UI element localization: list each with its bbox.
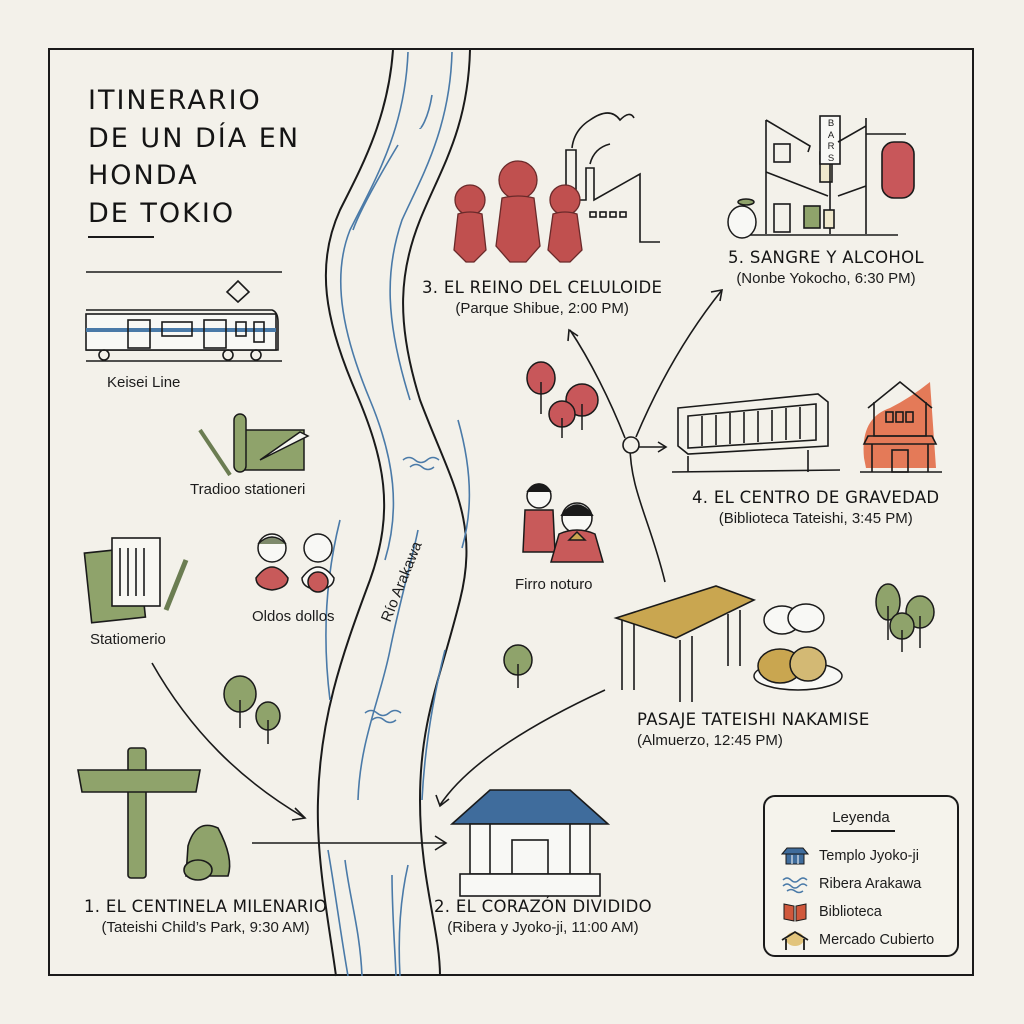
page-title: ITINERARIO DE UN DÍA EN HONDA DE TOKIO bbox=[88, 82, 300, 232]
market-stall-icon bbox=[613, 585, 757, 702]
legend-label: Ribera Arakawa bbox=[819, 876, 922, 892]
lemon-icon bbox=[727, 198, 757, 239]
stop-heading: 5. SANGRE Y ALCOHOL bbox=[728, 248, 924, 267]
red-trees-icon bbox=[526, 361, 599, 438]
train-label: Keisei Line bbox=[107, 374, 181, 391]
dolls-label: Oldos dollos bbox=[252, 608, 335, 625]
stop-4[interactable]: 4. EL CENTRO DE GRAVEDAD (Biblioteca Tat… bbox=[692, 488, 939, 527]
book-icon bbox=[783, 903, 807, 922]
temple-icon bbox=[449, 789, 611, 897]
stop-detail: (Nonbe Yokocho, 6:30 PM) bbox=[736, 270, 916, 287]
signpost-icon bbox=[77, 747, 231, 881]
legend-item-library: Biblioteca bbox=[781, 901, 882, 923]
stop-heading: 3. EL REINO DEL CELULOIDE bbox=[422, 278, 663, 297]
waves-icon bbox=[782, 877, 808, 894]
water-ripple-icon bbox=[364, 456, 440, 724]
title-line: DE UN DÍA EN bbox=[88, 122, 301, 154]
legend-label: Templo Jyoko-ji bbox=[819, 848, 919, 864]
route-lines bbox=[151, 289, 723, 851]
stop-2[interactable]: 2. EL CORAZÓN DIVIDIDO (Ribera y Jyoko-j… bbox=[434, 897, 652, 936]
hina-dolls-label: Firro noturo bbox=[515, 576, 593, 593]
stationery-label: Statiomerio bbox=[90, 631, 166, 648]
legend-divider bbox=[831, 830, 895, 832]
stop-lunch[interactable]: PASAJE TATEISHI NAKAMISE (Almuerzo, 12:4… bbox=[637, 710, 870, 749]
library-icon bbox=[671, 393, 841, 473]
factory-icon bbox=[565, 112, 660, 243]
title-divider bbox=[88, 236, 154, 238]
map-frame bbox=[48, 48, 974, 976]
traditional-stationery-label: Tradioo stationeri bbox=[190, 481, 306, 498]
temple-icon bbox=[781, 847, 809, 865]
scroll-and-quill-icon bbox=[198, 413, 310, 477]
food-plate-icon bbox=[753, 603, 843, 691]
stop-1[interactable]: 1. EL CENTINELA MILENARIO (Tateishi Chil… bbox=[84, 897, 327, 936]
stop-5[interactable]: 5. SANGRE Y ALCOHOL (Nonbe Yokocho, 6:30… bbox=[728, 248, 924, 287]
title-line: HONDA bbox=[88, 160, 199, 191]
stop-3[interactable]: 3. EL REINO DEL CELULOIDE (Parque Shibue… bbox=[422, 278, 662, 317]
bars-sign: BARS bbox=[827, 118, 835, 164]
kewpie-dolls-icon bbox=[453, 160, 583, 263]
legend-item-temple: Templo Jyoko-ji bbox=[781, 845, 919, 867]
trees-icon bbox=[223, 583, 935, 744]
stop-detail: (Parque Shibue, 2:00 PM) bbox=[455, 300, 629, 317]
legend-label: Mercado Cubierto bbox=[819, 932, 935, 948]
stop-heading: 1. EL CENTINELA MILENARIO bbox=[84, 897, 328, 916]
legend: Leyenda Templo Jyoko-ji Ribera Arakawa B… bbox=[763, 795, 959, 957]
title-line: DE TOKIO bbox=[88, 197, 236, 229]
market-icon bbox=[781, 930, 809, 950]
bar-alley-icon bbox=[748, 115, 915, 236]
hina-dolls-icon bbox=[522, 483, 604, 563]
stop-detail: (Almuerzo, 12:45 PM) bbox=[637, 732, 783, 749]
river-arakawa bbox=[316, 49, 471, 977]
legend-item-riverbank: Ribera Arakawa bbox=[781, 873, 921, 895]
stop-detail: (Tateishi Child’s Park, 9:30 AM) bbox=[101, 919, 310, 936]
stop-detail: (Ribera y Jyoko-ji, 11:00 AM) bbox=[447, 919, 639, 936]
legend-item-market: Mercado Cubierto bbox=[781, 929, 934, 951]
letter-papers-icon bbox=[83, 537, 189, 624]
stop-detail: (Biblioteca Tateishi, 3:45 PM) bbox=[718, 510, 913, 527]
legend-label: Biblioteca bbox=[819, 904, 882, 920]
legend-title: Leyenda bbox=[832, 809, 890, 826]
title-line: ITINERARIO bbox=[88, 85, 262, 116]
kokeshi-dolls-icon bbox=[255, 533, 335, 593]
house-icon bbox=[860, 380, 942, 473]
stop-heading: 2. EL CORAZÓN DIVIDIDO bbox=[434, 897, 652, 916]
stop-heading: 4. EL CENTRO DE GRAVEDAD bbox=[692, 488, 940, 507]
train-icon bbox=[85, 271, 282, 362]
stop-heading: PASAJE TATEISHI NAKAMISE bbox=[637, 710, 870, 729]
